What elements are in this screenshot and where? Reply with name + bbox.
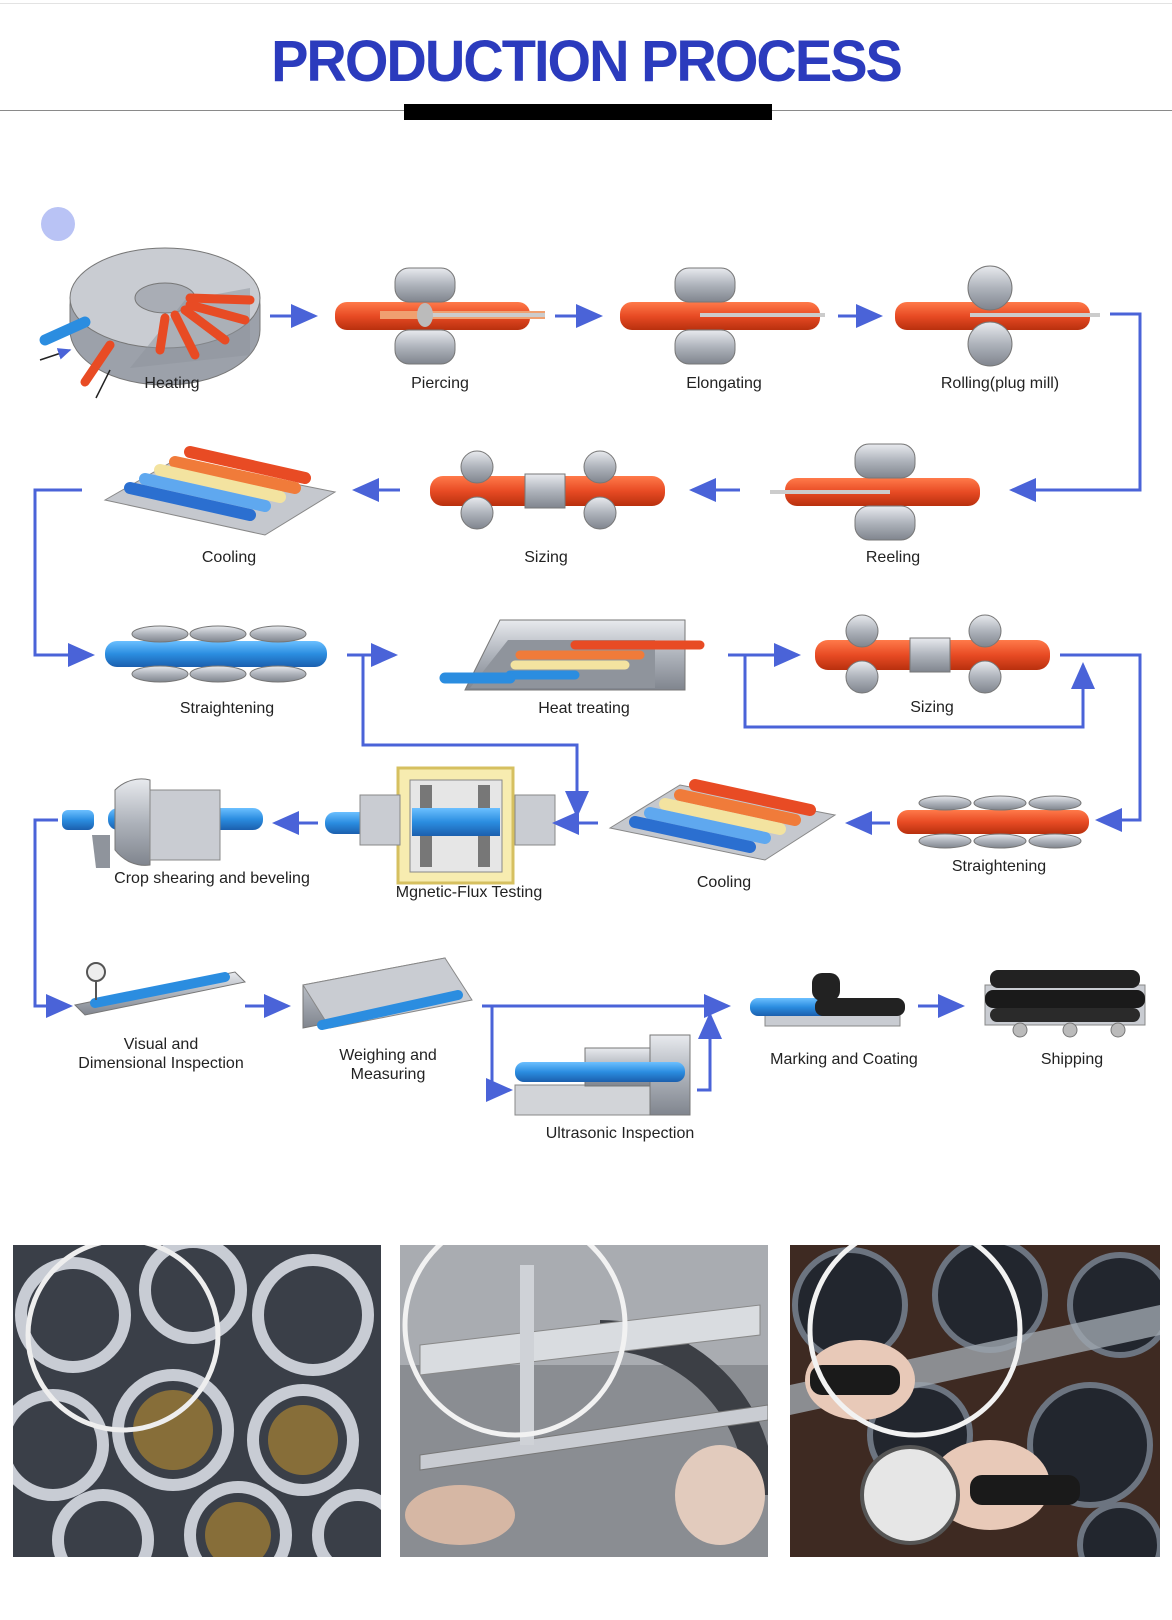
magnetic-flux-tester-icon: [325, 766, 556, 885]
title-underline-bar: [404, 104, 772, 120]
reeling-roller-icon: [770, 443, 980, 541]
label-shipping: Shipping: [1040, 1051, 1104, 1068]
top-border: [0, 3, 1172, 4]
label-marking: Marking and Coating: [770, 1051, 918, 1068]
label-straightening-2: Straightening: [951, 858, 1047, 875]
heating-furnace-icon: [39, 247, 261, 399]
label-weighing-line2: Measuring: [350, 1066, 426, 1083]
photo-bore-gauge: [790, 1245, 1160, 1557]
elongating-roller-icon: [620, 267, 825, 365]
decorative-dot: [41, 207, 75, 241]
rolling-plug-mill-icon: [895, 265, 1100, 367]
label-crop-shearing: Crop shearing and beveling: [114, 870, 310, 887]
label-straightening-1: Straightening: [179, 700, 275, 717]
page-title: PRODUCTION PROCESS: [271, 27, 903, 94]
label-sizing-2: Sizing: [910, 699, 954, 716]
label-reeling: Reeling: [865, 549, 921, 566]
shipping-cart-icon: [984, 970, 1146, 1038]
marking-coating-icon: [750, 973, 905, 1027]
label-elongating: Elongating: [686, 375, 762, 392]
ultrasonic-tester-icon: [514, 1034, 691, 1116]
piercing-roller-icon: [335, 267, 545, 365]
straightening-roller-icon-2: [897, 795, 1089, 849]
heat-treating-furnace-icon: [439, 619, 705, 691]
label-cooling-1: Cooling: [201, 549, 257, 566]
label-sizing-1: Sizing: [524, 549, 568, 566]
label-visual-line2: Dimensional Inspection: [78, 1055, 244, 1072]
label-heating: Heating: [144, 375, 200, 392]
sizing-roller-icon-2: [815, 614, 1050, 694]
label-weighing-line1: Weighing and: [339, 1047, 437, 1064]
cooling-bed-icon: [103, 446, 337, 536]
label-piercing: Piercing: [411, 375, 469, 392]
label-rolling: Rolling(plug mill): [940, 375, 1060, 392]
photo-pipe-ends: [13, 1245, 381, 1557]
label-cooling-2: Cooling: [696, 874, 752, 891]
label-ultrasonic: Ultrasonic Inspection: [545, 1125, 695, 1142]
label-visual-line1: Visual and: [123, 1036, 199, 1053]
label-flux-testing: Mgnetic-Flux Testing: [395, 884, 543, 901]
label-heat-treating: Heat treating: [538, 700, 630, 717]
crop-shearing-icon: [62, 778, 263, 868]
cooling-bed-icon-2: [608, 779, 837, 861]
sizing-roller-icon: [430, 450, 665, 530]
visual-inspection-icon: [73, 962, 247, 1016]
straightening-roller-icon: [105, 625, 327, 683]
photo-caliper-measurement: [400, 1245, 768, 1557]
weighing-machine-icon: [302, 957, 473, 1030]
